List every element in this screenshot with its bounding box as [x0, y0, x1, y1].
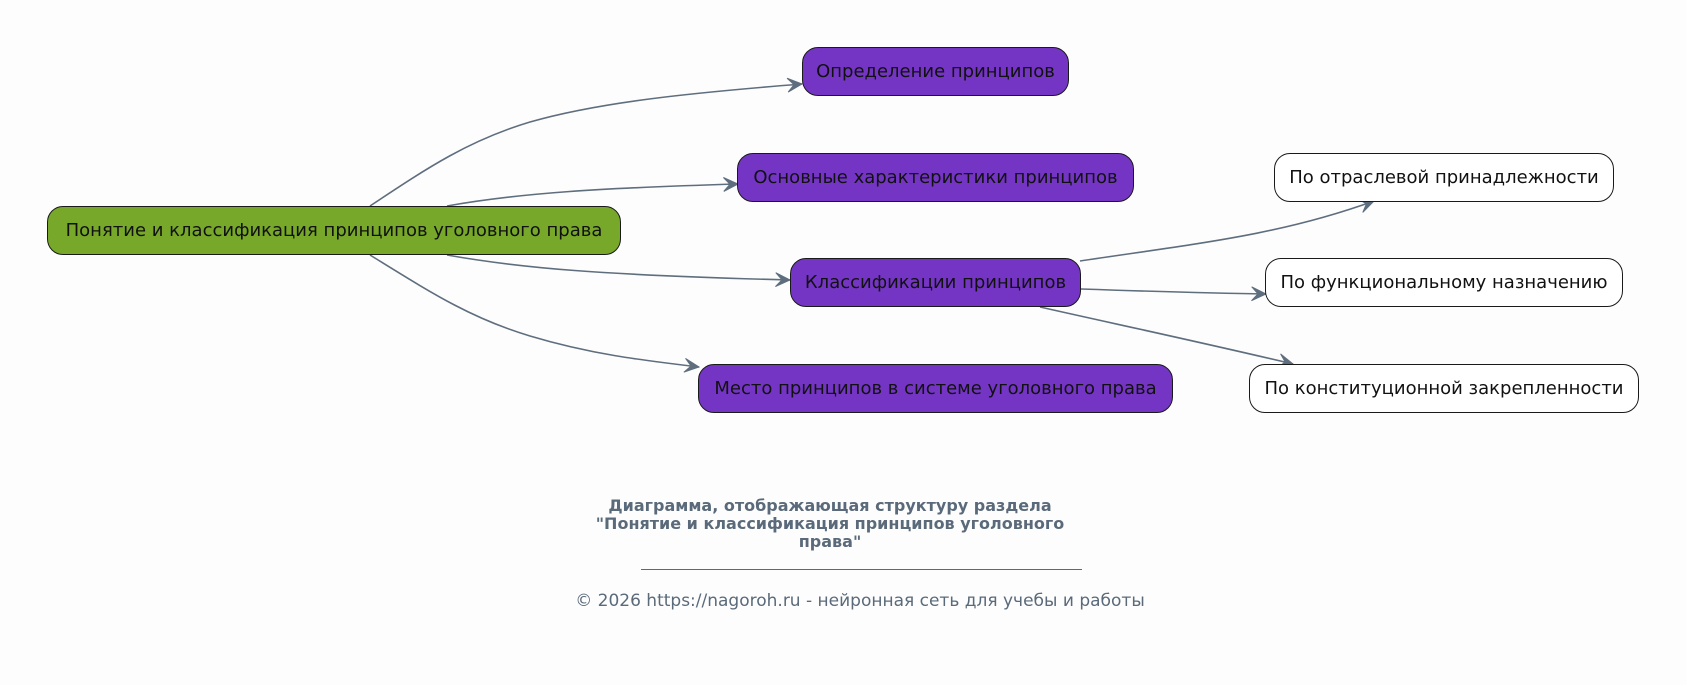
node-root-label: Понятие и классификация принципов уголов… [65, 220, 603, 241]
node-root[interactable]: Понятие и классификация принципов уголов… [47, 206, 621, 255]
node-by-function[interactable]: По функциональному назначению [1265, 258, 1623, 307]
edge-root-definition-arrowhead-icon [786, 77, 804, 93]
node-place[interactable]: Место принципов в системе уголовного пра… [698, 364, 1173, 413]
caption-line-3: права" [798, 532, 862, 551]
edge-root-definition [369, 83, 803, 207]
node-by-constitution[interactable]: По конституционной закрепленности [1249, 364, 1639, 413]
edge-classification-by-function-arrowhead-icon [1251, 286, 1268, 302]
node-by-constitution-label: По конституционной закрепленности [1264, 378, 1624, 399]
edge-classification-by-function [1080, 288, 1267, 295]
node-definition-label: Определение принципов [816, 61, 1055, 82]
edge-root-characteristics [446, 183, 739, 207]
edge-classification-by-constitution [1039, 306, 1294, 365]
edge-root-characteristics-arrowhead-icon [723, 177, 740, 192]
node-by-function-label: По функциональному назначению [1280, 272, 1608, 293]
caption-line-2: "Понятие и классификация принципов уголо… [595, 514, 1065, 533]
edge-root-classification [446, 254, 791, 281]
edge-root-classification-arrowhead-icon [775, 272, 792, 288]
node-characteristics[interactable]: Основные характеристики принципов [737, 153, 1134, 202]
node-by-branch[interactable]: По отраслевой принадлежности [1274, 153, 1614, 202]
footer-copyright: © 2026 https://nagoroh.ru - нейронная се… [575, 591, 1145, 611]
edge-classification-by-branch [1079, 200, 1375, 262]
caption-line-1: Диаграмма, отображающая структуру раздел… [608, 496, 1052, 515]
node-definition[interactable]: Определение принципов [802, 47, 1069, 96]
node-classification-label: Классификации принципов [804, 272, 1067, 293]
edge-root-place [369, 254, 700, 368]
node-classification[interactable]: Классификации принципов [790, 258, 1081, 307]
diagram-caption: Диаграмма, отображающая структуру раздел… [560, 497, 1100, 551]
node-by-branch-label: По отраслевой принадлежности [1289, 167, 1599, 188]
caption-divider [641, 569, 1082, 570]
node-characteristics-label: Основные характеристики принципов [753, 167, 1118, 188]
edge-root-place-arrowhead-icon [683, 357, 701, 373]
node-place-label: Место принципов в системе уголовного пра… [714, 378, 1157, 399]
